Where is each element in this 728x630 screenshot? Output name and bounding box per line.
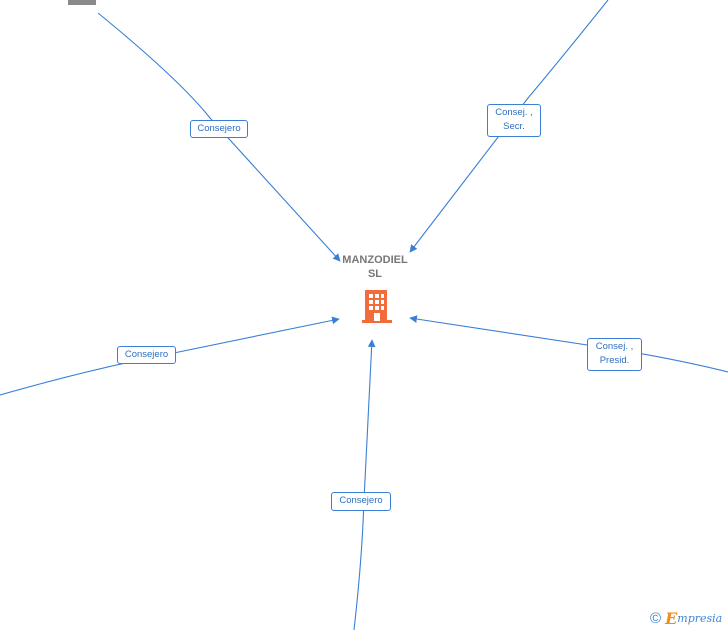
relation-label-text: Consej. , (595, 341, 634, 352)
relation-label-text: Consej. , (495, 107, 533, 118)
brand-watermark: © E mpresia (650, 609, 722, 628)
relation-label-top-left[interactable]: Consejero (190, 120, 248, 138)
edge-top-left[interactable] (97, 12, 341, 262)
building-icon[interactable] (360, 288, 394, 324)
relation-label-text: Consejero (124, 349, 169, 360)
relation-label-mid-left[interactable]: Consejero (117, 346, 176, 364)
edge-top-right[interactable] (409, 0, 609, 253)
company-name-line1: MANZODIEL (342, 254, 408, 266)
company-name-line2: SL (367, 268, 383, 280)
relation-label-text: Consejero (197, 123, 241, 134)
copyright-icon: © (650, 610, 662, 627)
brand-name: mpresia (677, 612, 723, 625)
company-name[interactable]: MANZODIEL SL (334, 253, 416, 281)
relation-label-mid-right[interactable]: Consej. , Presid. (587, 338, 642, 371)
person-icon[interactable] (66, 0, 98, 8)
relation-label-text: Presid. (599, 355, 630, 366)
edge-mid-right[interactable] (409, 315, 728, 373)
relation-label-top-right[interactable]: Consej. , Secr. (487, 104, 541, 137)
relation-label-text: Consejero (339, 495, 383, 506)
edge-bottom[interactable] (353, 339, 376, 630)
relation-label-bottom[interactable]: Consejero (331, 492, 391, 511)
relation-label-text: Secr. (503, 121, 525, 132)
brand-initial: E (665, 609, 678, 628)
